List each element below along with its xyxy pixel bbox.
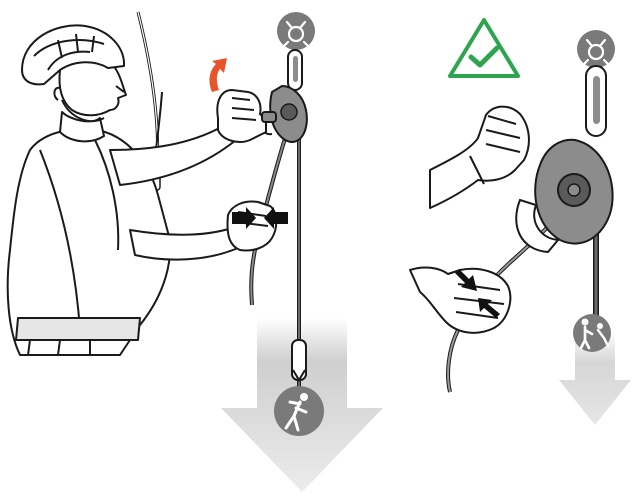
descender-device xyxy=(515,138,614,254)
anchor-point-icon xyxy=(577,30,615,68)
curved-up-arrow-icon xyxy=(209,58,227,92)
upper-glove xyxy=(429,105,530,209)
left-panel xyxy=(6,11,383,492)
squeeze-arrows-icon xyxy=(455,269,500,318)
falling-person-icon xyxy=(274,386,324,436)
anchor-point-icon xyxy=(277,12,315,50)
squeeze-arrows-icon xyxy=(232,207,288,229)
rope-termination xyxy=(291,339,307,382)
upper-glove xyxy=(216,89,277,143)
right-panel xyxy=(409,18,631,425)
carabiner xyxy=(287,49,303,91)
lower-glove xyxy=(409,266,512,334)
check-triangle-icon xyxy=(448,18,520,78)
lower-glove xyxy=(226,200,278,252)
rescuer-with-victim-icon xyxy=(573,314,611,352)
load-direction-arrow-small xyxy=(559,330,631,425)
climber-figure xyxy=(6,24,239,356)
carabiner xyxy=(585,65,607,137)
